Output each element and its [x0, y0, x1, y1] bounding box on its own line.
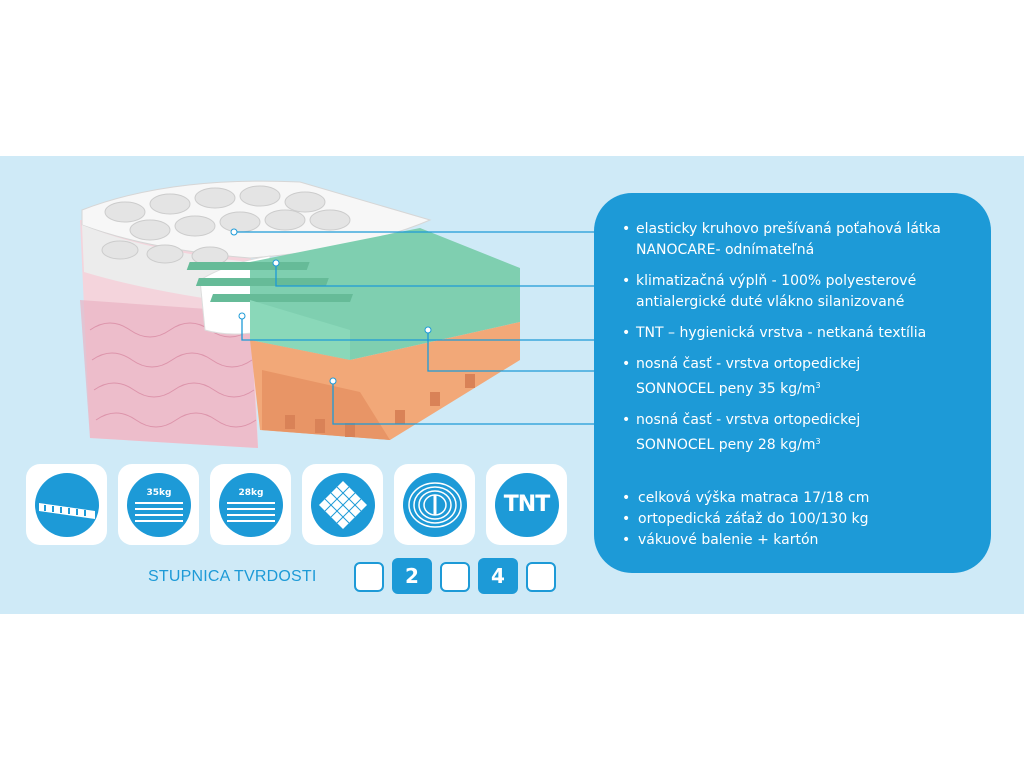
layer-tnt-line1: TNT – hygienická vrstva - netkaná textíl… — [636, 325, 927, 341]
layer-core-28: nosná časť - vrstva ortopedickej SONNOCE… — [622, 410, 975, 456]
firmness-level-3 — [440, 562, 470, 592]
foam-35kg-label: 35kg — [146, 488, 171, 498]
foam-28kg-label: 28kg — [238, 488, 263, 498]
layer-core-28-unit-exponent: 3 — [815, 437, 821, 446]
layer-fill-line1: klimatizačná výplň - 100% polyesterové — [636, 273, 917, 289]
feature-icons-row: 35kg 28kg — [26, 464, 567, 545]
layer-tnt: TNT – hygienická vrstva - netkaná textíl… — [622, 323, 975, 344]
layer-core-35-unit-exponent: 3 — [815, 381, 821, 390]
firmness-level-5 — [526, 562, 556, 592]
layer-cover: elasticky kruhovo prešívaná poťahová lát… — [622, 219, 975, 261]
foam-28kg-icon: 28kg — [218, 472, 283, 537]
layer-cover-line1: elasticky kruhovo prešívaná poťahová lát… — [636, 221, 941, 237]
layer-core-28-line1: nosná časť - vrstva ortopedickej — [636, 412, 861, 428]
spec-list: celková výška matraca 17/18 cm ortopedic… — [622, 488, 975, 551]
spring-coil-icon — [402, 472, 467, 537]
tnt-icon-label: TNT — [503, 492, 550, 517]
firmness-level-1 — [354, 562, 384, 592]
feature-tile-mesh — [302, 464, 383, 545]
layer-fill-line2: antialergické duté vlákno silanizované — [636, 294, 905, 310]
layer-core-35-line1: nosná časť - vrstva ortopedickej — [636, 356, 861, 372]
tnt-icon: TNT — [494, 472, 559, 537]
feature-tile-coil — [394, 464, 475, 545]
mattress-cross-section-illustration — [80, 180, 600, 448]
zipper-icon — [34, 472, 99, 537]
layer-fill: klimatizačná výplň - 100% polyesterové a… — [622, 271, 975, 313]
firmness-level-2: 2 — [392, 558, 432, 594]
feature-tile-35kg: 35kg — [118, 464, 199, 545]
spec-load: ortopedická záťaž do 100/130 kg — [622, 509, 975, 530]
layer-cover-line2: NANOCARE- odnímateľná — [636, 242, 815, 258]
firmness-level-4: 4 — [478, 558, 518, 594]
firmness-scale: 2 4 — [354, 558, 556, 594]
firmness-scale-label: STUPNICA TVRDOSTI — [148, 568, 317, 585]
feature-tile-zipper — [26, 464, 107, 545]
feature-tile-28kg: 28kg — [210, 464, 291, 545]
mesh-fabric-icon — [310, 472, 375, 537]
foam-35kg-icon: 35kg — [126, 472, 191, 537]
layer-core-35: nosná časť - vrstva ortopedickej SONNOCE… — [622, 354, 975, 400]
layer-core-35-line2: SONNOCEL peny 35 kg/m — [636, 381, 816, 397]
feature-tile-tnt: TNT — [486, 464, 567, 545]
specification-panel: elasticky kruhovo prešívaná poťahová lát… — [594, 193, 991, 573]
spec-packaging: vákuové balenie + kartón — [622, 530, 975, 551]
spec-height: celková výška matraca 17/18 cm — [622, 488, 975, 509]
layer-core-28-line2: SONNOCEL peny 28 kg/m — [636, 437, 816, 453]
